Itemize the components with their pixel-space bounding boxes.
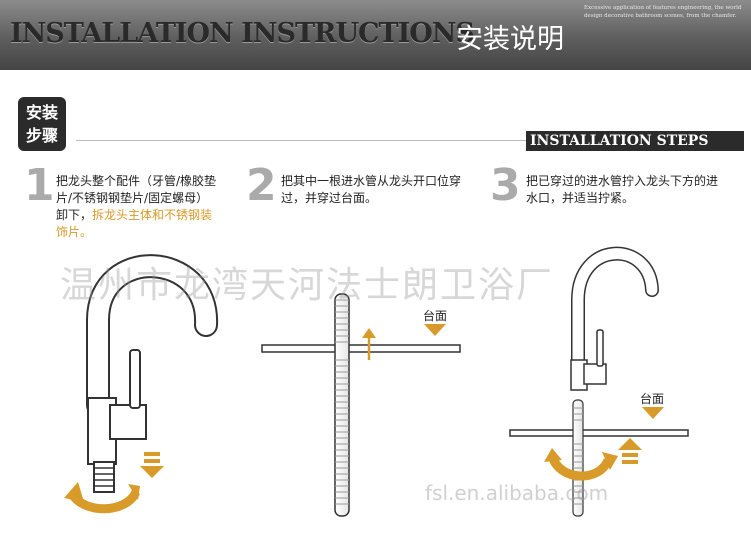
step-1-highlight: 拆龙头主体和不锈钢装饰片。 (56, 208, 213, 239)
step-2-label-arrow (424, 324, 446, 336)
step-3-hose (572, 399, 584, 517)
section-title: INSTALLATION STEPS (526, 131, 744, 151)
step-1-number: 1 (24, 160, 55, 211)
step-2-countertop (261, 344, 461, 353)
badge-line-1: 安装 (25, 103, 58, 122)
step-1-down-arrow (140, 452, 164, 478)
step-3-number: 3 (490, 160, 521, 211)
section-divider (76, 140, 526, 141)
header-title-cn: 安装说明 (456, 24, 564, 55)
step-1-rotate-arrow (64, 482, 141, 514)
section-badge: 安装 步骤 (18, 97, 66, 151)
step-2-number: 2 (246, 160, 277, 211)
step-1-faucet (86, 254, 219, 493)
step-3-label-arrow (642, 407, 664, 419)
step-3-faucet (570, 246, 659, 391)
header-title-en: INSTALLATION INSTRUCTIONS (10, 18, 475, 49)
step-1-text: 把龙头整个配件（牙管/橡胶垫片/不锈钢钢垫片/固定螺母）卸下，拆龙头主体和不锈钢… (56, 173, 218, 241)
watermark: 温州市龙湾天河法士朗卫浴厂 (60, 265, 555, 306)
step-3-countertop-label: 台面 (640, 392, 665, 406)
step-3-countertop (509, 429, 689, 437)
header-banner: INSTALLATION INSTRUCTIONS 安装说明 Excessive… (0, 0, 751, 70)
step-2-up-arrow (362, 328, 376, 360)
step-2-countertop-label: 台面 (423, 309, 448, 323)
step-3-rotate-arrow (544, 448, 618, 481)
step-3-up-arrow (618, 438, 642, 464)
step-2-hose (334, 293, 350, 517)
watermark-url: fsl.en.alibaba.com (425, 481, 609, 505)
header-small-text: Excessive application of features engine… (584, 5, 742, 19)
step-1-instruction: 把龙头整个配件（牙管/橡胶垫片/不锈钢钢垫片/固定螺母）卸下， (56, 174, 217, 222)
badge-line-2: 步骤 (25, 126, 58, 145)
step-3-text: 把已穿过的进水管拧入龙头下方的进水口，并适当拧紧。 (526, 174, 719, 205)
step-2-text: 把其中一根进水管从龙头开口位穿过，并穿过台面。 (281, 174, 462, 205)
